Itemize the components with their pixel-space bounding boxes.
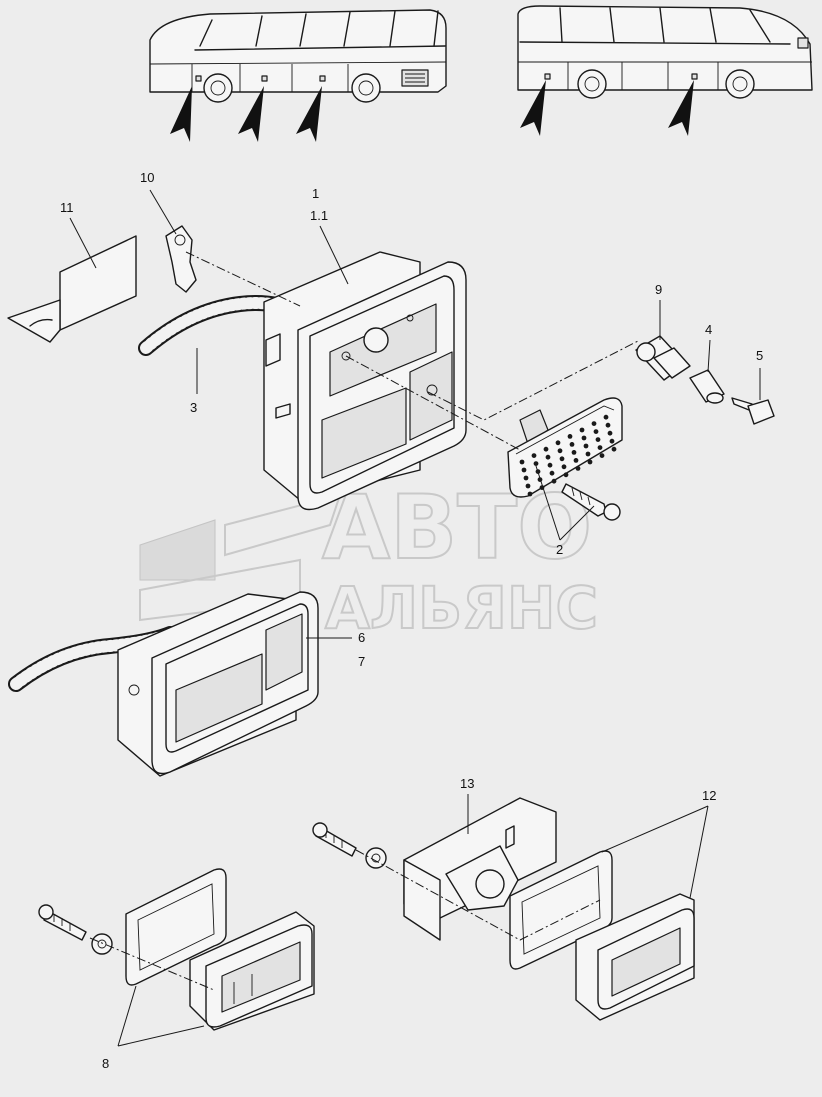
- part-8-gasket: [125, 868, 227, 986]
- lens-hole: [567, 434, 573, 439]
- part-8-screw-washer: [38, 904, 113, 955]
- lens-hole: [559, 456, 565, 462]
- lens-hole: [581, 435, 587, 441]
- lens-hole: [547, 462, 553, 468]
- lens-hole: [555, 440, 561, 446]
- part-8-housing: [189, 911, 315, 1031]
- callout-9: 9: [655, 282, 662, 297]
- bus-side-view-right: [517, 5, 813, 136]
- callout-10: 10: [140, 170, 154, 185]
- assembly-centerlines: [89, 251, 641, 991]
- watermark-line2: АЛЬЯНС: [325, 574, 598, 642]
- lens-hole: [605, 422, 611, 428]
- callout-13: 13: [460, 776, 474, 791]
- lens-hole: [583, 443, 589, 449]
- lens-hole: [521, 467, 527, 473]
- lens-hole: [611, 446, 617, 452]
- lens-hole: [563, 472, 569, 478]
- lens-hole: [525, 483, 531, 489]
- part-12-housing: [575, 893, 695, 1021]
- lens-hole: [591, 421, 597, 426]
- lens-hole: [549, 470, 555, 476]
- lens-hole: [609, 438, 615, 444]
- lens-hole: [519, 459, 525, 465]
- watermark-logo: АВТО АЛЬЯНС: [139, 475, 599, 643]
- part-11-bracket: [7, 235, 137, 343]
- lens-hole: [587, 459, 593, 465]
- lens-hole: [607, 430, 613, 436]
- part-13-mounting-bracket: [403, 797, 557, 941]
- lens-hole: [557, 448, 563, 454]
- part-4-sleeve: [689, 369, 725, 404]
- location-arrow-2: [238, 86, 264, 142]
- part-10-clip: [165, 225, 197, 293]
- callout-11: 11: [60, 200, 74, 215]
- location-arrow-4: [520, 80, 546, 136]
- lens-hole: [595, 437, 601, 442]
- leader-lines: [69, 189, 761, 1047]
- part-13-screw-washer: [312, 822, 387, 869]
- lens-hole: [575, 466, 581, 471]
- callout-3: 3: [190, 400, 197, 415]
- part-2-lens-holes: [519, 414, 617, 497]
- watermark-line1: АВТО: [322, 476, 592, 579]
- lens-hole: [545, 454, 551, 460]
- part-5-key: [731, 397, 775, 425]
- lens-hole: [531, 453, 537, 458]
- lens-hole: [551, 478, 557, 484]
- part-2-screw: [561, 483, 621, 521]
- lens-hole: [597, 445, 603, 450]
- location-arrow-3: [296, 86, 322, 142]
- lens-hole: [603, 414, 609, 420]
- bus-side-view-left: [149, 9, 447, 142]
- lens-hole: [523, 475, 529, 481]
- callout-7: 7: [358, 654, 365, 669]
- callout-labels: 1 1.1 2 3 4 5 6 7 8 9 10 11 12 13: [60, 170, 763, 1071]
- location-arrow-1: [170, 86, 192, 142]
- part-6-7-lamp-housing: [8, 591, 319, 777]
- callout-8: 8: [102, 1056, 109, 1071]
- lens-hole: [527, 491, 533, 497]
- lens-hole: [569, 442, 575, 447]
- lens-hole: [571, 450, 577, 455]
- lens-hole: [579, 427, 585, 433]
- lens-hole: [585, 451, 591, 457]
- callout-6: 6: [358, 630, 365, 645]
- part-9-lock-cylinder: [635, 335, 691, 381]
- lens-hole: [561, 464, 567, 470]
- callout-1: 1: [312, 186, 319, 201]
- lens-hole: [573, 458, 579, 463]
- location-arrow-5: [668, 80, 694, 136]
- callout-4: 4: [705, 322, 712, 337]
- lens-hole: [533, 461, 539, 466]
- lens-hole: [593, 429, 599, 434]
- callout-2: 2: [556, 542, 563, 557]
- lens-hole: [543, 446, 549, 452]
- lens-hole: [599, 453, 605, 458]
- part-1-lamp-housing: [263, 251, 467, 511]
- callout-12: 12: [702, 788, 716, 803]
- callout-1-1: 1.1: [310, 208, 328, 223]
- callout-5: 5: [756, 348, 763, 363]
